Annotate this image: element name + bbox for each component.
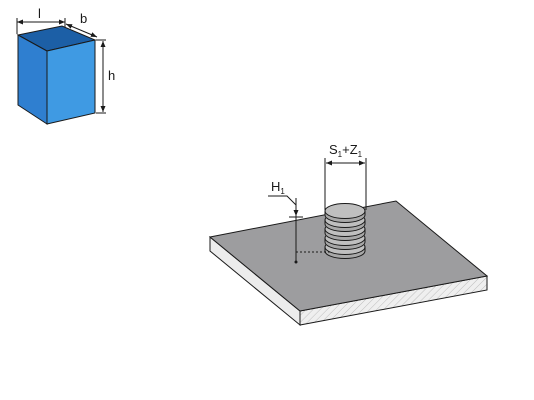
box-icon: l b h — [16, 6, 115, 125]
stack-label-z: Z — [350, 142, 358, 157]
box-side-face — [46, 39, 96, 125]
stack-label-z-sub: 1 — [358, 150, 363, 159]
stack-label-s-sub: 1 — [338, 150, 343, 159]
stack-label: S1+Z1 — [329, 142, 363, 159]
plate-figure: S1+Z1 H1 — [208, 142, 489, 327]
height-dimension: h — [96, 39, 115, 114]
breadth-dimension: b — [65, 11, 98, 38]
height-label: h — [108, 68, 115, 83]
stack-dimension: S1+Z1 — [324, 142, 367, 210]
length-dimension: l — [16, 6, 66, 34]
breadth-label: b — [80, 11, 87, 26]
height-offset-label-main: H — [271, 179, 280, 194]
length-label: l — [38, 6, 41, 21]
height-offset-label-sub: 1 — [280, 187, 285, 196]
height-offset-dimension: H1 — [268, 179, 330, 264]
stack-label-s: S — [329, 142, 338, 157]
box-front-face — [17, 34, 48, 125]
disc — [324, 203, 366, 219]
height-offset-point — [294, 260, 298, 264]
stack-label-plus: + — [342, 142, 350, 157]
height-offset-label: H1 — [271, 179, 285, 196]
disc-stack — [324, 203, 366, 259]
